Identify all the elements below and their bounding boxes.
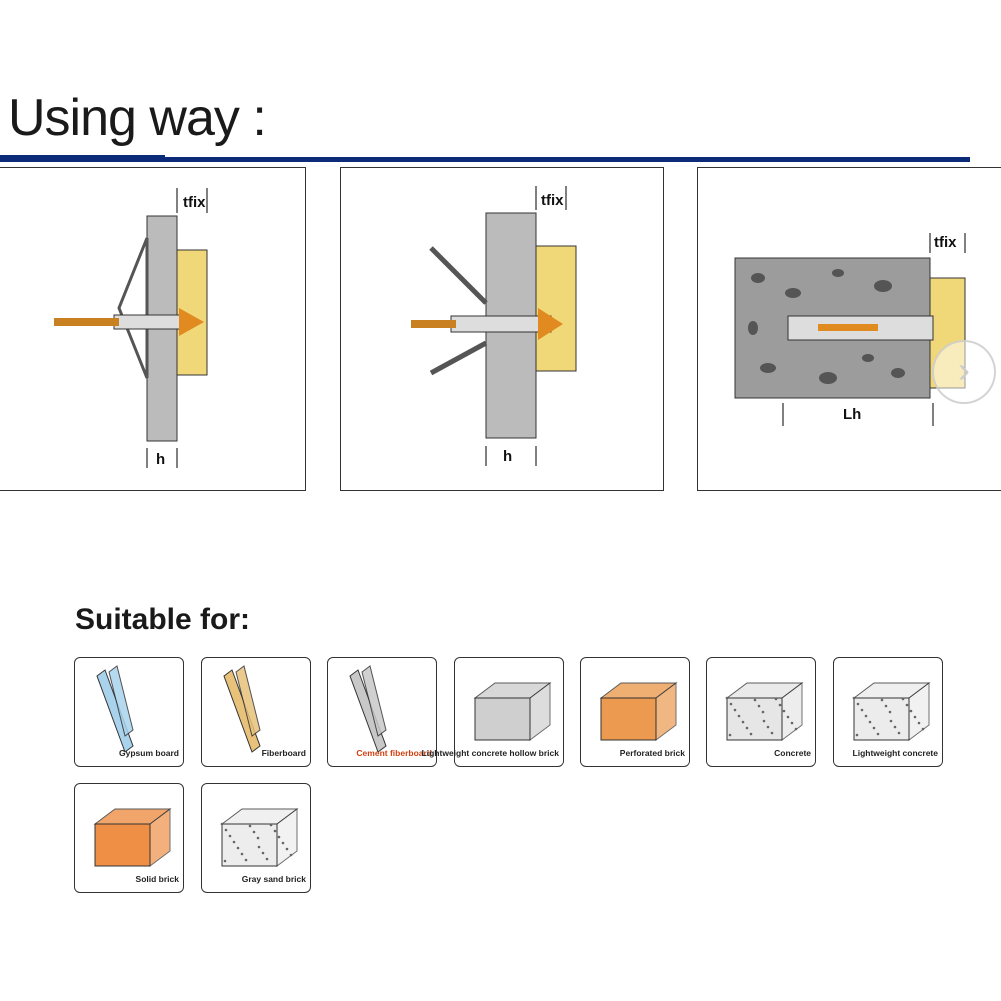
diagram-solid-concrete: tfix Lh xyxy=(697,167,1001,491)
anchor-diagram-1 xyxy=(54,188,208,468)
anchor-diagram-3 xyxy=(734,233,966,426)
material-tile: Cement fiberboard xyxy=(327,657,437,767)
page-title: Using way : xyxy=(8,89,267,147)
material-icon xyxy=(223,665,261,753)
material-icon xyxy=(96,665,134,753)
material-label: Cement fiberboard xyxy=(356,748,432,758)
material-label: Gray sand brick xyxy=(241,874,306,884)
material-label: Gypsum board xyxy=(119,748,179,758)
h-label: h xyxy=(156,451,166,468)
material-tile: Lightweight concrete hollow brick xyxy=(422,657,564,767)
material-label: Solid brick xyxy=(135,874,179,884)
tfix-label: tfix xyxy=(934,234,957,251)
material-label: Lightweight concrete xyxy=(852,748,938,758)
material-icon xyxy=(220,808,299,867)
material-tile: Lightweight concrete xyxy=(833,657,943,767)
material-label: Perforated brick xyxy=(619,748,685,758)
material-icon xyxy=(725,682,804,741)
h-label: h xyxy=(503,448,513,465)
title-underline xyxy=(0,157,970,162)
material-label: Concrete xyxy=(774,748,811,758)
material-tile: Perforated brick xyxy=(580,657,690,767)
material-tile: Gray sand brick xyxy=(201,783,311,893)
material-tile: Concrete xyxy=(706,657,816,767)
anchor-diagram-2 xyxy=(411,186,577,466)
diagram-hollow-wall-2: tfix h xyxy=(340,167,664,491)
material-tile: Solid brick xyxy=(74,783,184,893)
suitable-title: Suitable for: xyxy=(75,603,251,636)
material-icon xyxy=(93,808,172,867)
material-icon xyxy=(349,665,387,753)
material-label: Lightweight concrete hollow brick xyxy=(421,748,559,758)
material-tile: Gypsum board xyxy=(74,657,184,767)
tfix-label: tfix xyxy=(541,192,564,209)
diagram-hollow-wall-1: tfix h xyxy=(0,167,306,491)
material-tile: Fiberboard xyxy=(201,657,311,767)
next-arrow-button[interactable]: › xyxy=(932,340,996,404)
tfix-label: tfix xyxy=(183,194,206,211)
material-icon xyxy=(852,682,931,741)
material-icon xyxy=(599,682,678,741)
lh-label: Lh xyxy=(843,406,862,423)
title-underline-accent xyxy=(0,155,165,158)
material-label: Fiberboard xyxy=(261,748,306,758)
material-icon xyxy=(473,682,552,741)
